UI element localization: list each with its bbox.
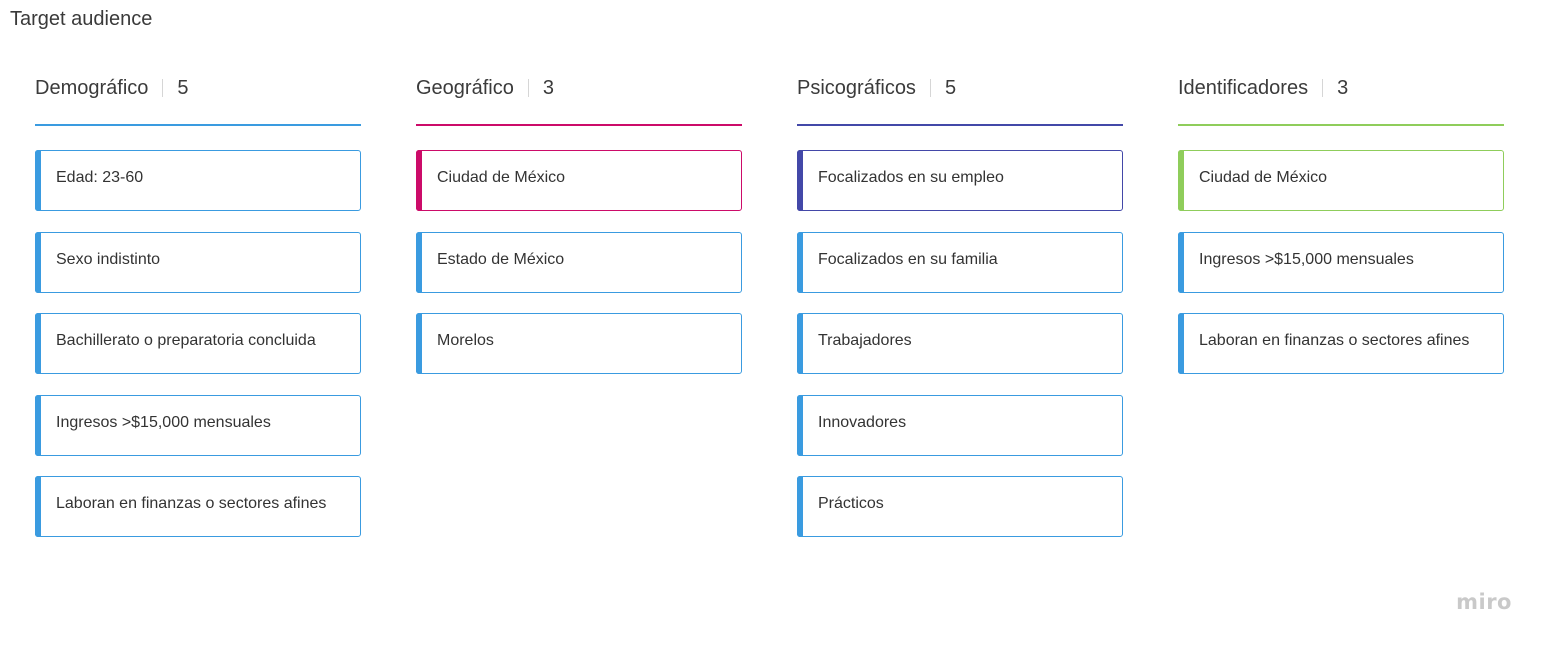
- header-divider: [527, 79, 529, 97]
- column-header[interactable]: Demográfico 5: [35, 72, 361, 104]
- column-header[interactable]: Psicográficos 5: [797, 72, 1123, 104]
- column-title: Identificadores: [1178, 76, 1309, 99]
- column-psicograficos: Psicográficos 5 Focalizados en su empleo…: [797, 72, 1123, 558]
- card-list: Ciudad de México Ingresos >$15,000 mensu…: [1178, 150, 1504, 374]
- card-text: Ingresos >$15,000 mensuales: [56, 413, 271, 431]
- header-divider: [162, 79, 164, 97]
- board-title: Target audience: [10, 8, 153, 30]
- card-text: Estado de México: [437, 250, 565, 268]
- column-geografico: Geográfico 3 Ciudad de México Estado de …: [416, 72, 742, 395]
- sticky-card[interactable]: Estado de México: [416, 231, 742, 293]
- card-list: Focalizados en su empleo Focalizados en …: [797, 150, 1123, 537]
- card-accent: [797, 150, 803, 211]
- column-title: Psicográficos: [797, 76, 916, 99]
- sticky-card[interactable]: Prácticos: [797, 476, 1123, 537]
- sticky-card[interactable]: Edad: 23-60: [35, 150, 361, 211]
- card-accent: [35, 394, 41, 456]
- column-rule: [35, 124, 361, 126]
- column-identificadores: Identificadores 3 Ciudad de México Ingre…: [1178, 72, 1504, 395]
- column-count: 5: [177, 76, 189, 99]
- card-accent: [797, 313, 803, 374]
- header-divider: [929, 79, 931, 97]
- column-count: 5: [944, 76, 957, 99]
- card-text: Focalizados en su familia: [818, 250, 998, 268]
- card-accent: [1178, 231, 1184, 293]
- sticky-card[interactable]: Innovadores: [797, 394, 1123, 456]
- miro-logo: miro: [1456, 590, 1512, 614]
- sticky-card[interactable]: Focalizados en su empleo: [797, 150, 1123, 211]
- column-rule: [797, 124, 1123, 126]
- column-rule: [1178, 124, 1504, 126]
- header-divider: [1322, 79, 1324, 97]
- card-accent: [797, 231, 803, 293]
- card-list: Edad: 23-60 Sexo indistinto Bachillerato…: [35, 150, 361, 537]
- card-accent: [35, 313, 41, 374]
- card-accent: [1178, 150, 1184, 211]
- card-text: Sexo indistinto: [56, 250, 161, 268]
- card-text: Trabajadores: [818, 332, 912, 349]
- card-text: Laboran en finanzas o sectores afines: [1199, 332, 1470, 349]
- card-text: Edad: 23-60: [56, 169, 144, 186]
- column-rule: [416, 124, 742, 126]
- sticky-card[interactable]: Laboran en finanzas o sectores afines: [1178, 313, 1504, 374]
- column-demografico: Demográfico 5 Edad: 23-60 Sexo indistint…: [35, 72, 361, 558]
- card-accent: [797, 476, 803, 537]
- column-count: 3: [542, 76, 554, 99]
- card-accent: [416, 231, 422, 293]
- card-text: Ciudad de México: [437, 169, 566, 186]
- card-text: Bachillerato o preparatoria concluida: [56, 332, 316, 349]
- sticky-card[interactable]: Ingresos >$15,000 mensuales: [1178, 231, 1504, 293]
- card-accent: [416, 313, 422, 374]
- card-accent: [797, 394, 803, 456]
- card-accent: [35, 150, 41, 211]
- card-text: Prácticos: [818, 495, 884, 512]
- column-count: 3: [1337, 76, 1349, 99]
- card-accent: [35, 476, 41, 537]
- sticky-card[interactable]: Ciudad de México: [1178, 150, 1504, 211]
- sticky-card[interactable]: Trabajadores: [797, 313, 1123, 374]
- sticky-card[interactable]: Ingresos >$15,000 mensuales: [35, 394, 361, 456]
- sticky-card[interactable]: Focalizados en su familia: [797, 231, 1123, 293]
- column-title: Geográfico: [416, 76, 514, 99]
- card-accent: [35, 231, 41, 293]
- card-accent: [1178, 313, 1184, 374]
- card-text: Laboran en finanzas o sectores afines: [56, 495, 327, 512]
- card-list: Ciudad de México Estado de México Morelo…: [416, 150, 742, 374]
- sticky-card[interactable]: Laboran en finanzas o sectores afines: [35, 476, 361, 537]
- column-header[interactable]: Geográfico 3: [416, 72, 742, 104]
- sticky-card[interactable]: Ciudad de México: [416, 150, 742, 211]
- card-text: Focalizados en su empleo: [818, 169, 1004, 186]
- card-text: Morelos: [437, 332, 494, 349]
- card-text: Ingresos >$15,000 mensuales: [1199, 250, 1414, 268]
- card-text: Ciudad de México: [1199, 169, 1328, 186]
- sticky-card[interactable]: Sexo indistinto: [35, 231, 361, 293]
- card-accent: [416, 150, 422, 211]
- sticky-card[interactable]: Morelos: [416, 313, 742, 374]
- column-title: Demográfico: [35, 76, 149, 99]
- column-header[interactable]: Identificadores 3: [1178, 72, 1504, 104]
- sticky-card[interactable]: Bachillerato o preparatoria concluida: [35, 313, 361, 374]
- card-text: Innovadores: [818, 413, 907, 431]
